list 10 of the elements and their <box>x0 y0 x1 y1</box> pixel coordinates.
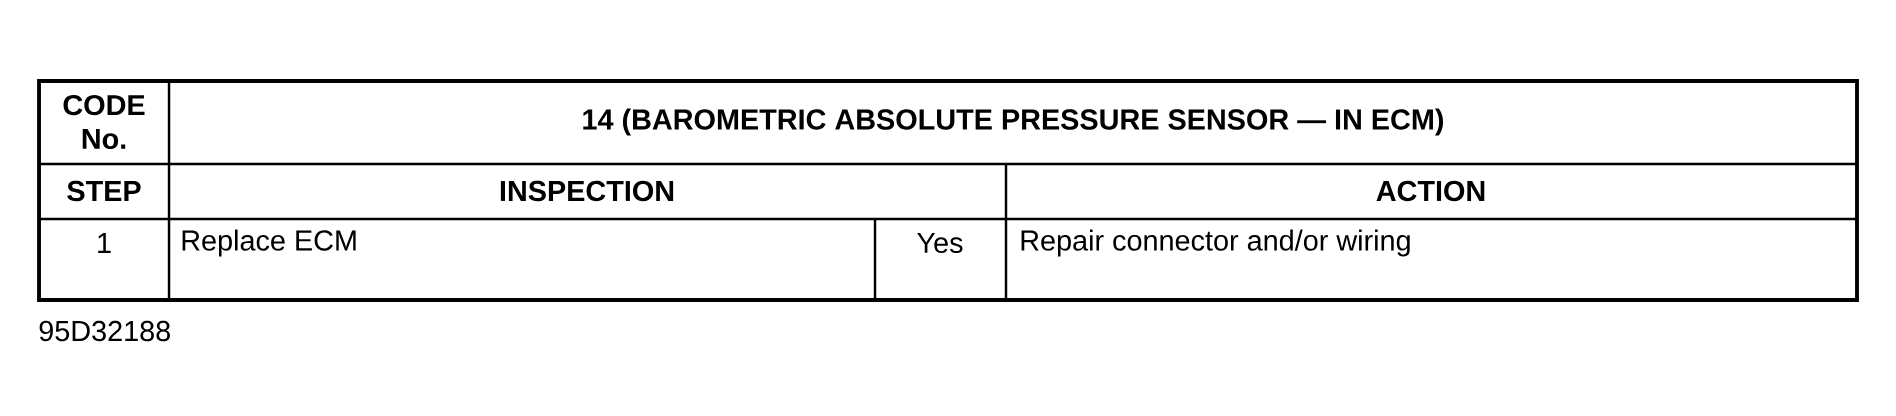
cell-text: 1 <box>98 233 111 253</box>
cell-text: Repair connector and/or wiring <box>1021 229 1410 257</box>
table-title: 14 (BAROMETRIC ABSOLUTE PRESSURE SENSOR — IN ECM) <box>583 108 1444 136</box>
cell-text: Replace ECM <box>182 229 356 257</box>
header-text: STEP <box>67 180 141 202</box>
header-text: ACTION <box>1376 180 1485 202</box>
header-text: CODE No. <box>63 94 145 150</box>
figure-number: 95D32188 <box>39 320 170 342</box>
header-text: INSPECTION <box>500 180 674 202</box>
cell-text: Yes <box>917 232 963 254</box>
